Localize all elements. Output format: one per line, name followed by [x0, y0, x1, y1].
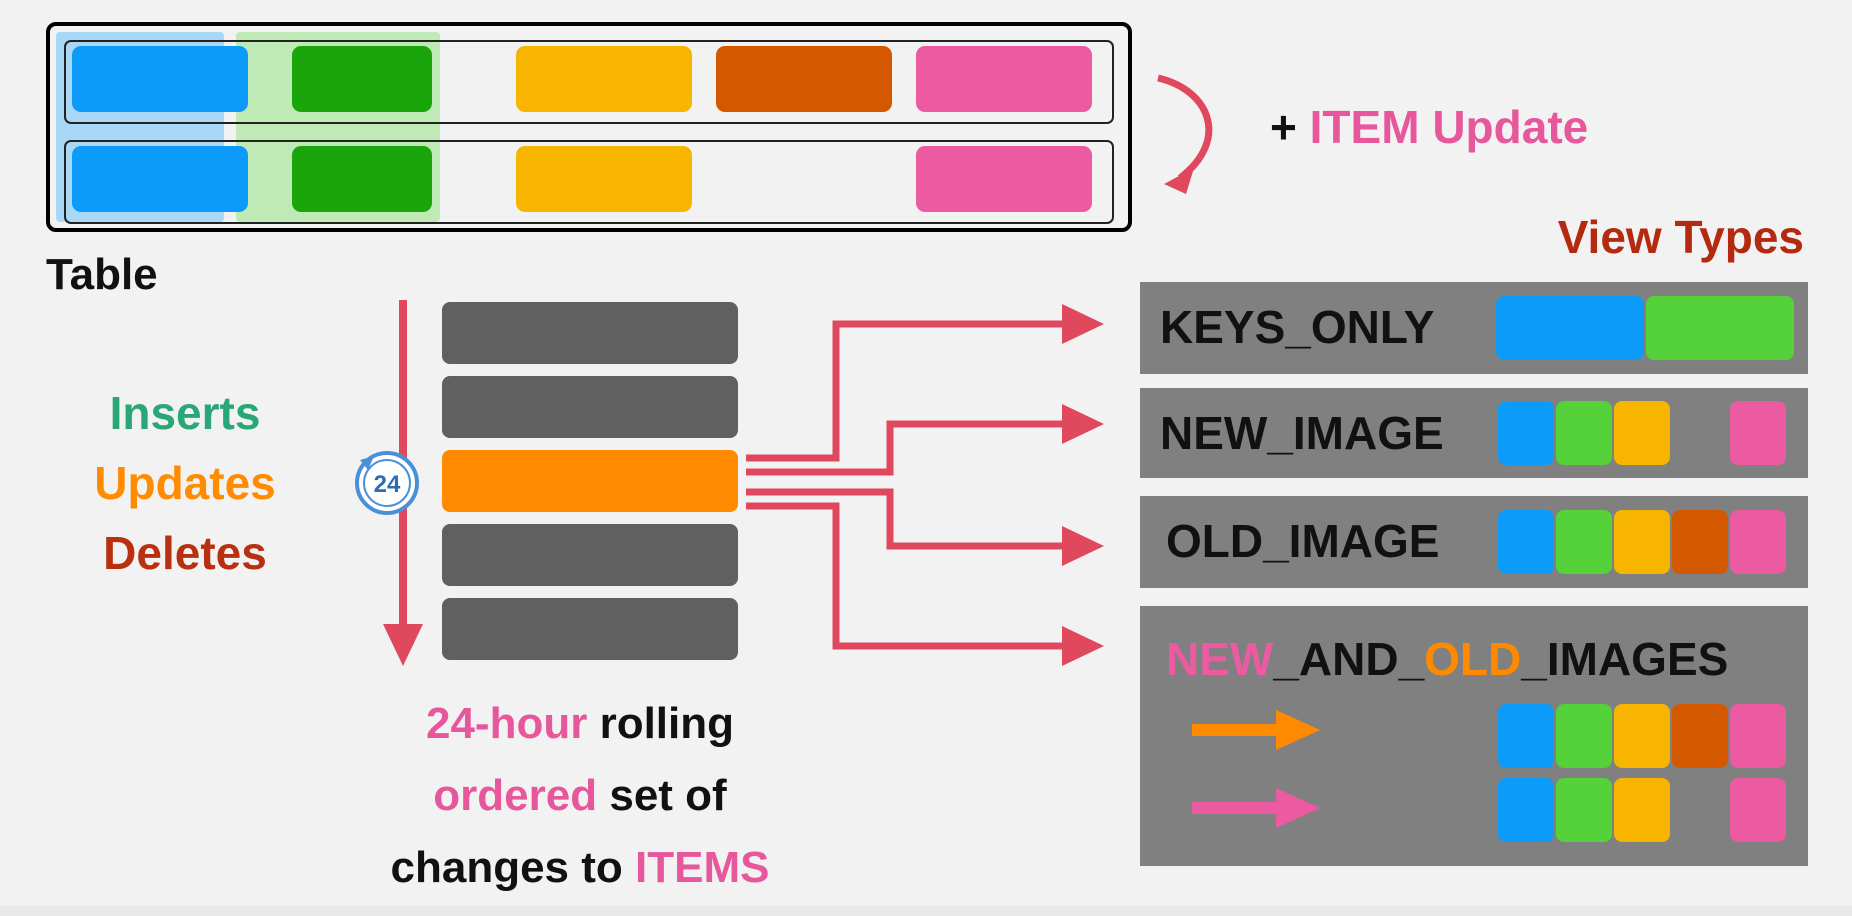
- attribute-cell-yellow: [516, 146, 692, 212]
- attr-swatch-pink: [1730, 778, 1786, 842]
- attr-swatch-green: [1556, 510, 1612, 574]
- caption-line-1: 24-hour rolling: [330, 688, 830, 760]
- attribute-cell-green: [292, 146, 432, 212]
- attr-swatch-yellow: [1614, 401, 1670, 465]
- view-new-image: NEW_IMAGE: [1140, 388, 1808, 478]
- label-part-new: NEW: [1166, 633, 1274, 685]
- stream-record: [442, 598, 738, 660]
- attr-swatch-green: [1556, 778, 1612, 842]
- label-part-and: _AND_: [1273, 633, 1425, 685]
- view-types-title: View Types: [1557, 211, 1804, 263]
- new-image-arrow: [1192, 788, 1320, 828]
- attribute-cell-pink: [916, 146, 1092, 212]
- keys-only-label: KEYS_ONLY: [1160, 301, 1435, 353]
- attr-swatch-blue: [1498, 704, 1554, 768]
- view-type-routing-arrows: [746, 304, 1104, 666]
- attribute-cell-yellow: [516, 46, 692, 112]
- attr-swatch-blue: [1498, 401, 1554, 465]
- caption-items: ITEMS: [635, 843, 770, 892]
- bottom-divider: [0, 906, 1852, 916]
- item-update-label: + ITEM Update: [1270, 100, 1588, 154]
- caption-ordered: ordered: [433, 771, 598, 820]
- attr-swatch-pink: [1730, 510, 1786, 574]
- attr-swatch-yellow: [1614, 704, 1670, 768]
- stream-caption: 24-hour rolling ordered set of changes t…: [330, 688, 830, 904]
- deletes-label: Deletes: [103, 527, 267, 579]
- table-label: Table: [46, 250, 158, 299]
- new-image-label: NEW_IMAGE: [1160, 407, 1444, 459]
- stream-record: [442, 524, 738, 586]
- clock-badge-number: 24: [374, 471, 401, 498]
- inserts-label: Inserts: [109, 387, 261, 439]
- stream-record: [442, 376, 738, 438]
- attr-swatch-dark-orange: [1672, 704, 1728, 768]
- old-image-arrow: [1192, 710, 1320, 750]
- new-and-old-images-label: NEW_AND_OLD_IMAGES: [1166, 632, 1728, 686]
- caption-changes-to: changes to: [390, 843, 636, 892]
- attribute-cell-blue: [72, 146, 248, 212]
- 24-hour-clock-icon: 24: [355, 451, 419, 515]
- table-row: [64, 140, 1114, 224]
- view-new-and-old-images: NEW_AND_OLD_IMAGES: [1140, 606, 1808, 866]
- item-update-text: ITEM Update: [1309, 101, 1589, 153]
- attribute-cell-pink: [916, 46, 1092, 112]
- key-swatch-green: [1646, 296, 1794, 360]
- stream-record-current: [442, 450, 738, 512]
- attr-swatch-dark-orange: [1672, 510, 1728, 574]
- caption-line-2: ordered set of: [330, 760, 830, 832]
- attribute-cell-blue: [72, 46, 248, 112]
- table-row: [64, 40, 1114, 124]
- caption-line-3: changes to ITEMS: [330, 832, 830, 904]
- attr-swatch-green: [1556, 401, 1612, 465]
- view-old-image: OLD_IMAGE: [1140, 496, 1808, 588]
- attr-swatch-green: [1556, 704, 1612, 768]
- stream-record: [442, 302, 738, 364]
- attribute-cell-dark-orange: [716, 46, 892, 112]
- label-part-images: _IMAGES: [1521, 633, 1729, 685]
- label-part-old: OLD: [1424, 633, 1522, 685]
- caption-set-of: set of: [597, 771, 727, 820]
- table-frame: [46, 22, 1132, 232]
- attribute-cell-green: [292, 46, 432, 112]
- updates-label: Updates: [94, 457, 276, 509]
- update-curve-arrow: [1157, 74, 1213, 194]
- key-swatch-blue: [1496, 296, 1644, 360]
- view-keys-only: KEYS_ONLY: [1140, 282, 1808, 374]
- attr-swatch-pink: [1730, 401, 1786, 465]
- caption-24-hour: 24-hour: [425, 699, 588, 748]
- attr-swatch-blue: [1498, 510, 1554, 574]
- plus-sign: +: [1270, 101, 1310, 153]
- attr-swatch-blue: [1498, 778, 1554, 842]
- old-image-label: OLD_IMAGE: [1166, 515, 1440, 567]
- attr-swatch-yellow: [1614, 510, 1670, 574]
- caption-rolling: rolling: [587, 699, 734, 748]
- attr-swatch-pink: [1730, 704, 1786, 768]
- attr-swatch-yellow: [1614, 778, 1670, 842]
